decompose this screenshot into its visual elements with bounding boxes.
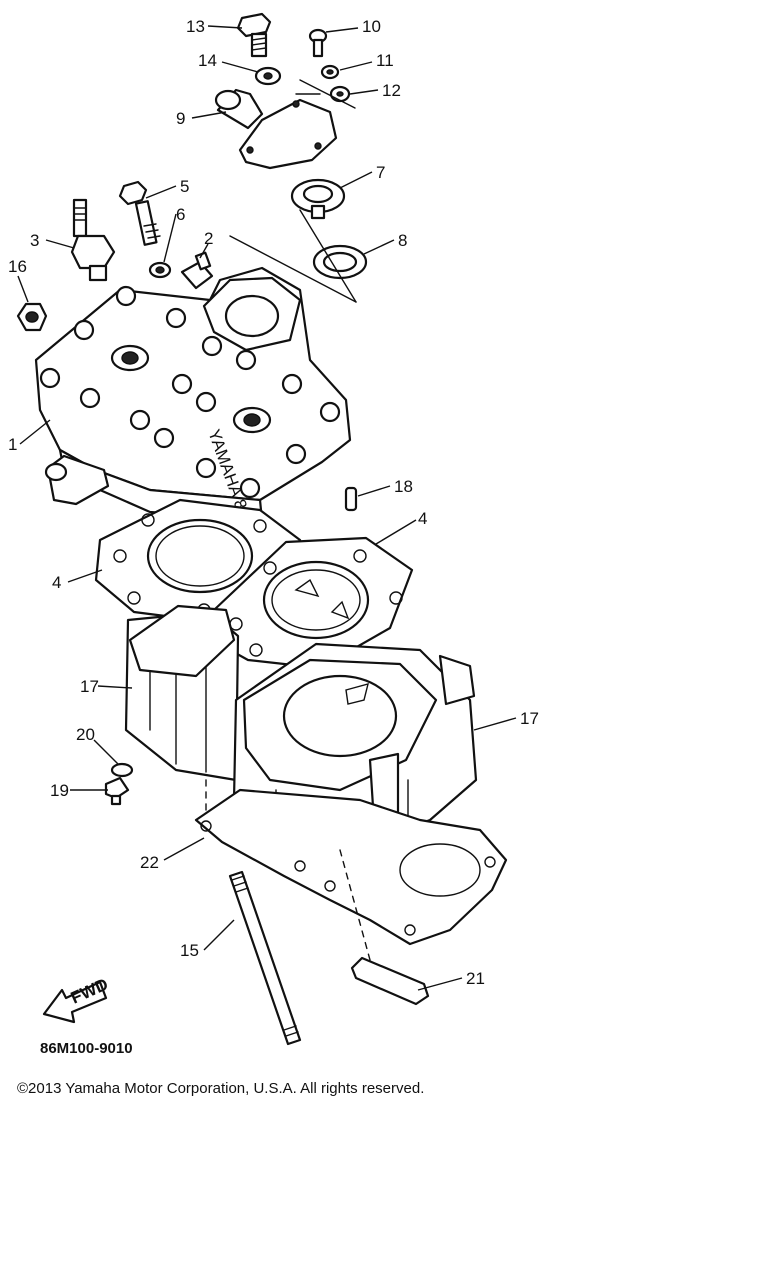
callout-13: 13: [186, 17, 205, 36]
callout-14: 14: [198, 51, 217, 70]
callout-18: 18: [394, 477, 413, 496]
leader-lines: [17, 25, 517, 991]
exploded-parts-diagram: YAMAHA 86M: [8, 12, 539, 1046]
callout-21: 21: [466, 969, 485, 988]
part-20-washer: [110, 762, 134, 778]
part-12-washer: [329, 85, 351, 103]
callout-10: 10: [362, 17, 381, 36]
callout-8: 8: [398, 231, 407, 250]
callout-19: 19: [50, 781, 69, 800]
callout-15: 15: [180, 941, 199, 960]
callout-5: 5: [180, 177, 189, 196]
callout-1: 1: [8, 435, 17, 454]
part-17-cylinder-left: [124, 604, 240, 782]
part-code: 86M100-9010: [40, 1040, 133, 1057]
copyright-notice: ©2013 Yamaha Motor Corporation, U.S.A. A…: [17, 1080, 425, 1097]
part-22-base-gasket: [194, 788, 508, 946]
callout-3: 3: [30, 231, 39, 250]
callout-4-left: 4: [52, 573, 61, 592]
part-9-thermostat-cover: [214, 79, 356, 170]
part-19-screw: [104, 776, 130, 806]
part-21-cover: [350, 956, 430, 1006]
callout-2: 2: [204, 229, 213, 248]
callout-7: 7: [376, 163, 385, 182]
callout-labels: 13 10 14 11 12 9 5 7 3 6 2 8 16 1 18 4 4…: [8, 17, 539, 988]
fwd-arrow-icon: FWD: [42, 975, 111, 1024]
callout-11: 11: [376, 51, 394, 70]
callout-9: 9: [176, 109, 185, 128]
part-3-sensor: [70, 198, 116, 282]
part-5-bolt: [118, 180, 161, 246]
part-14-washer: [254, 66, 282, 86]
part-16-nut: [16, 302, 48, 332]
part-2-fitting: [180, 251, 214, 290]
callout-22: 22: [140, 853, 159, 872]
part-15-stud: [228, 870, 302, 1046]
callout-4-right: 4: [418, 509, 427, 528]
callout-6: 6: [176, 205, 185, 224]
callout-12: 12: [382, 81, 401, 100]
part-13-bolt: [236, 12, 272, 58]
part-6-washer: [148, 261, 172, 279]
callout-17-left: 17: [80, 677, 99, 696]
callout-16: 16: [8, 257, 27, 276]
part-11-washer: [320, 64, 340, 80]
part-10-bolt: [308, 28, 328, 58]
part-4-head-gasket-right: [210, 536, 414, 670]
part-18-dowel-pin: [344, 486, 358, 512]
part-1-cylinder-head: YAMAHA 86M: [34, 266, 352, 534]
part-7-thermostat: [290, 178, 346, 220]
callout-17-right: 17: [520, 709, 539, 728]
callout-20: 20: [76, 725, 95, 744]
part-8-seal-ring: [312, 244, 368, 280]
